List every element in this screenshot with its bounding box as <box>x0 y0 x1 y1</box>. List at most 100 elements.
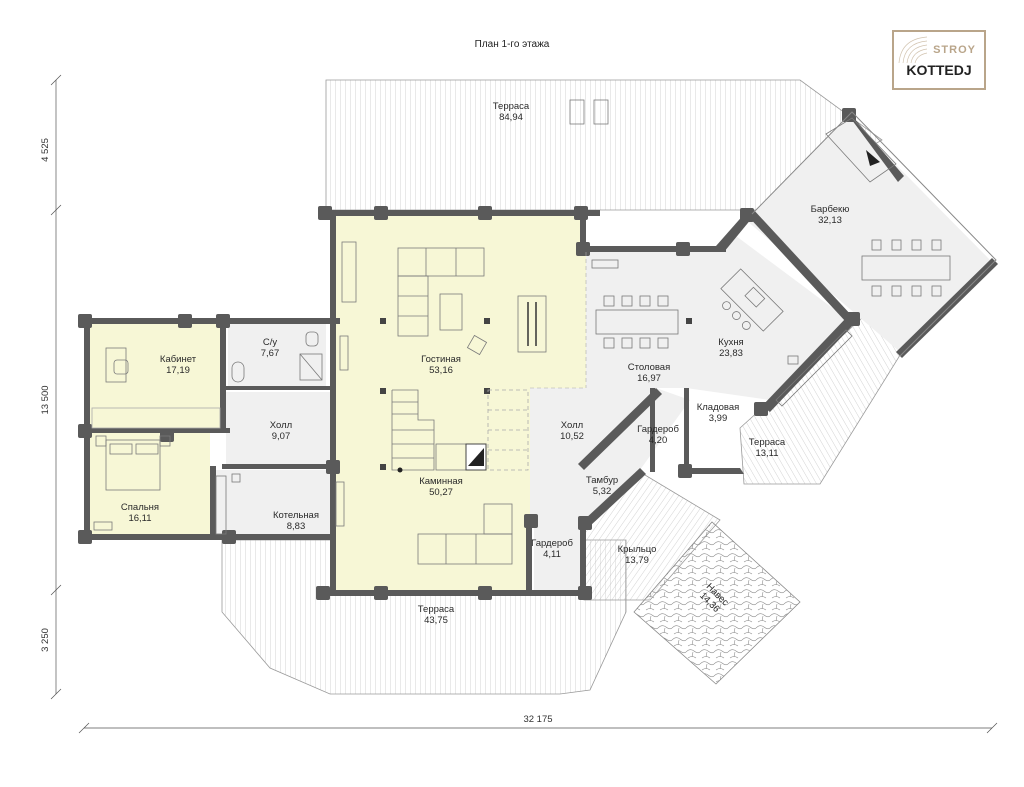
brand-logo: STROY KOTTEDJ <box>892 30 986 90</box>
svg-text:Терраса: Терраса <box>749 437 786 448</box>
svg-text:43,75: 43,75 <box>424 615 448 626</box>
fireplace <box>435 443 487 471</box>
bath-fixtures <box>231 331 349 383</box>
svg-text:С/у: С/у <box>263 337 278 348</box>
svg-text:Кабинет: Кабинет <box>160 354 197 365</box>
boiler-fixtures <box>215 473 241 535</box>
svg-text:23,83: 23,83 <box>719 348 743 359</box>
wall-posts <box>78 108 860 600</box>
living-armchair <box>466 334 488 356</box>
dimension-lines <box>50 74 998 734</box>
svg-text:4,11: 4,11 <box>543 549 561 560</box>
svg-text:8,83: 8,83 <box>287 521 306 532</box>
dim-top-left: 4 525 <box>40 138 51 162</box>
svg-text:9,07: 9,07 <box>272 431 291 442</box>
living-rug <box>517 295 547 353</box>
columns <box>380 318 692 470</box>
svg-text:4,20: 4,20 <box>649 435 668 446</box>
bbq-table <box>861 239 951 297</box>
svg-text:Спальня: Спальня <box>121 502 159 513</box>
svg-text:Гардероб: Гардероб <box>637 424 679 435</box>
svg-text:7,67: 7,67 <box>261 348 280 359</box>
label-bathroom: С/у7,67 <box>261 337 280 359</box>
wardrobe-lower-floor <box>534 520 584 590</box>
svg-text:16,97: 16,97 <box>637 373 661 384</box>
svg-text:Гардероб: Гардероб <box>531 538 573 549</box>
bbq-glazing <box>751 111 997 357</box>
plan-title: План 1-го этажа <box>475 39 550 50</box>
svg-text:84,94: 84,94 <box>499 112 523 123</box>
bath-floor <box>228 324 326 388</box>
svg-text:5,32: 5,32 <box>593 486 612 497</box>
terrace-loungers <box>569 99 609 125</box>
svg-text:Гостиная: Гостиная <box>421 354 461 365</box>
svg-text:Холл: Холл <box>270 420 292 431</box>
svg-text:Терраса: Терраса <box>418 604 455 615</box>
svg-text:Тамбур: Тамбур <box>586 475 618 486</box>
fireplace-sofa <box>335 481 513 565</box>
svg-text:13,79: 13,79 <box>625 555 649 566</box>
dining-table <box>595 295 679 349</box>
living-floor <box>334 214 586 592</box>
canopy-stone <box>633 521 801 685</box>
logo-line-2: KOTTEDJ <box>906 62 972 78</box>
svg-text:17,19: 17,19 <box>166 365 190 376</box>
svg-text:10,52: 10,52 <box>560 431 584 442</box>
svg-text:Котельная: Котельная <box>273 510 319 521</box>
barbecue-floor <box>746 116 992 352</box>
stair-landing <box>487 389 529 471</box>
svg-text:50,27: 50,27 <box>429 487 453 498</box>
bed <box>93 435 171 531</box>
living-cabinet <box>341 241 357 303</box>
svg-text:Столовая: Столовая <box>628 362 670 373</box>
svg-text:16,11: 16,11 <box>128 513 151 524</box>
svg-text:13,11: 13,11 <box>755 448 778 459</box>
dim-bottom-left: 3 250 <box>40 628 51 652</box>
stair-marker <box>397 467 403 473</box>
boiler-floor <box>214 470 330 536</box>
dining-cabinet <box>591 259 619 269</box>
kitchen-counter <box>775 329 853 407</box>
staircase <box>391 389 435 471</box>
svg-text:Крыльцо: Крыльцо <box>618 544 657 555</box>
bbq-grill <box>825 117 897 183</box>
svg-text:Каминная: Каминная <box>419 476 463 487</box>
kitchen-island <box>720 268 784 332</box>
study-desk <box>91 347 221 429</box>
hall-left-floor <box>226 392 330 466</box>
dim-overall-width: 32 175 <box>523 714 552 725</box>
dim-middle-left: 13 500 <box>40 385 51 414</box>
svg-text:Кладовая: Кладовая <box>697 402 740 413</box>
svg-text:Кухня: Кухня <box>718 337 743 348</box>
svg-text:3,99: 3,99 <box>709 413 728 424</box>
svg-text:32,13: 32,13 <box>818 215 842 226</box>
logo-rings-icon <box>898 36 928 64</box>
svg-text:53,16: 53,16 <box>429 365 453 376</box>
logo-line-1: STROY <box>933 44 976 56</box>
study-floor <box>90 324 220 428</box>
svg-text:Терраса: Терраса <box>493 101 530 112</box>
living-sofa <box>397 247 485 337</box>
dining-floor <box>586 236 846 400</box>
svg-text:Барбекю: Барбекю <box>811 204 850 215</box>
svg-text:Холл: Холл <box>561 420 583 431</box>
